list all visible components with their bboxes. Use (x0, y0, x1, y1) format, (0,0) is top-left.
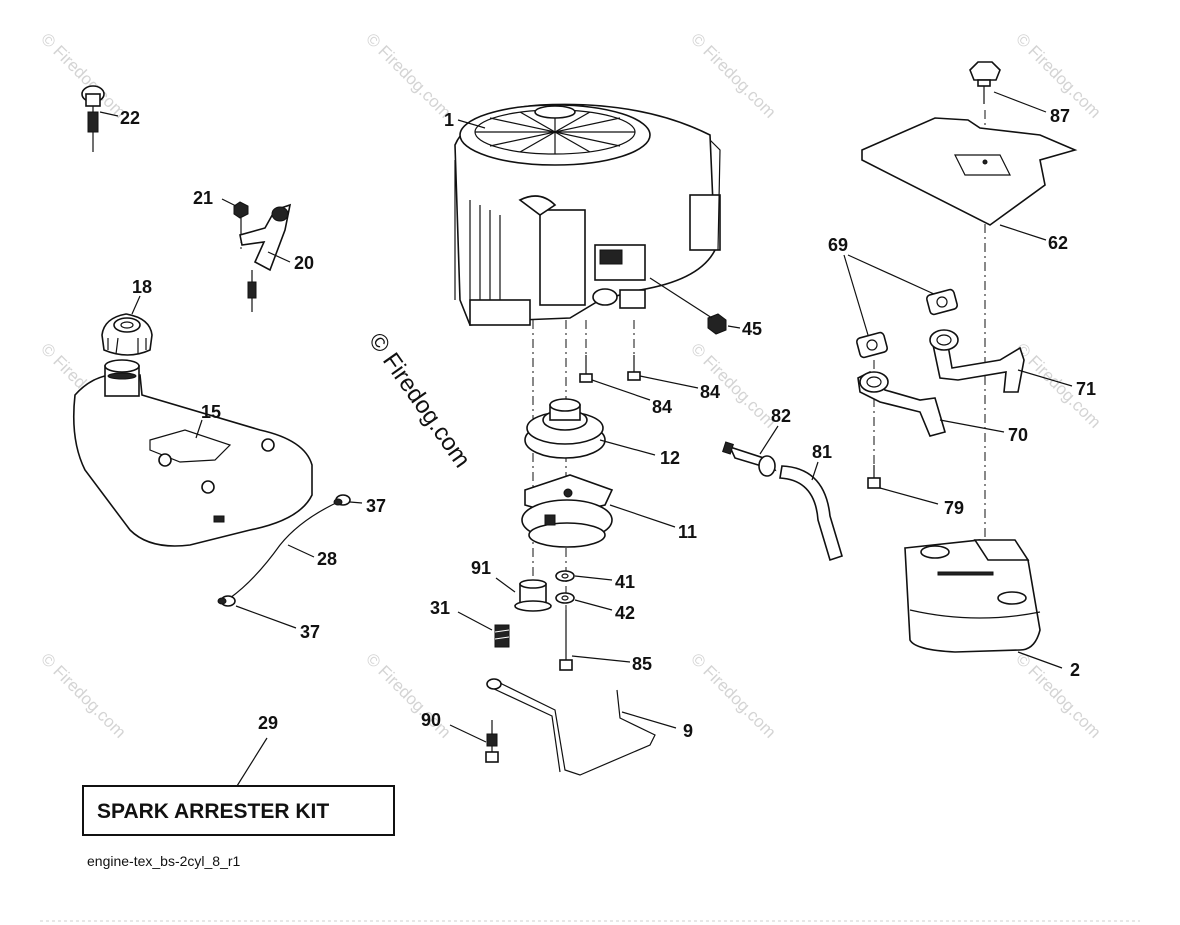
callout-22: 22 (120, 108, 140, 128)
callout-41: 41 (615, 572, 635, 592)
bolt-part-79 (867, 465, 881, 489)
callout-37: 37 (300, 622, 320, 642)
callout-91: 91 (471, 558, 491, 578)
fuel-hose-part-28 (229, 501, 339, 599)
callout-20: 20 (294, 253, 314, 273)
callout-85: 85 (632, 654, 652, 674)
callout-18: 18 (132, 277, 152, 297)
callout-9: 9 (683, 721, 693, 741)
hose-part-81 (779, 465, 843, 562)
heat-shield-part-62 (861, 117, 1078, 226)
watermark-large: © Firedog.com (363, 328, 476, 473)
watermark: © Firedog.com (362, 29, 454, 121)
callout-70: 70 (1008, 425, 1028, 445)
callout-90: 90 (421, 710, 441, 730)
bolt-part-84 (579, 355, 593, 383)
drawing-code: engine-tex_bs-2cyl_8_r1 (87, 853, 241, 869)
callout-82: 82 (771, 406, 791, 426)
gasket-part-69 (855, 331, 889, 359)
callout-81: 81 (812, 442, 832, 462)
bolt-part-85 (559, 610, 573, 671)
exhaust-pipe-part-71 (929, 329, 1025, 393)
bolt-part-87 (969, 61, 1001, 104)
bracket-part-20 (239, 203, 292, 312)
spark-arrester-kit-box: SPARK ARRESTER KIT (82, 785, 395, 836)
callout-79: 79 (944, 498, 964, 518)
bolt-part-90 (485, 720, 499, 763)
watermark: © Firedog.com (687, 29, 779, 121)
callouts: 1 2 9 11 12 15 18 20 21 22 28 29 31 37 3… (120, 106, 1096, 741)
nut-part-45 (707, 313, 727, 335)
callout-42: 42 (615, 603, 635, 623)
callout-87: 87 (1050, 106, 1070, 126)
engine-part (454, 103, 721, 326)
hose-clamp-part-37 (217, 595, 236, 607)
callout-15: 15 (201, 402, 221, 422)
callout-84: 84 (700, 382, 720, 402)
callout-31: 31 (430, 598, 450, 618)
callout-28: 28 (317, 549, 337, 569)
callout-21: 21 (193, 188, 213, 208)
callout-12: 12 (660, 448, 680, 468)
callout-11: 11 (678, 522, 697, 542)
callout-69: 69 (828, 235, 848, 255)
spark-arrester-kit-label: SPARK ARRESTER KIT (97, 800, 329, 823)
plug-part-22 (81, 85, 105, 152)
exhaust-pipe-part-70 (857, 371, 946, 437)
gasket-part-69 (925, 288, 959, 316)
callout-29: 29 (258, 713, 278, 733)
callout-45: 45 (742, 319, 762, 339)
callout-62: 62 (1048, 233, 1068, 253)
clutch-part-11 (521, 474, 614, 548)
watermark: © Firedog.com (1012, 649, 1104, 741)
spring-part-31 (494, 624, 510, 648)
callout-1: 1 (444, 110, 454, 130)
bolt-part-84 (627, 355, 641, 381)
fitting-part-82 (722, 441, 777, 477)
rod-part-9 (486, 678, 656, 776)
callout-71: 71 (1076, 379, 1096, 399)
watermark: © Firedog.com (687, 649, 779, 741)
fuel-tank-part-15 (72, 359, 313, 547)
callout-84: 84 (652, 397, 672, 417)
watermark: © Firedog.com (37, 649, 129, 741)
washer-part-41 (555, 570, 575, 582)
pulley-part-12 (524, 398, 606, 459)
callout-37: 37 (366, 496, 386, 516)
watermark: © Firedog.com (37, 29, 129, 121)
washer-part-42 (555, 592, 575, 604)
hose-clamp-part-37 (333, 494, 351, 506)
fuel-cap-part-18 (101, 313, 153, 356)
spacer-part-91 (514, 579, 552, 612)
muffler-part-2 (904, 539, 1041, 653)
callout-2: 2 (1070, 660, 1080, 680)
